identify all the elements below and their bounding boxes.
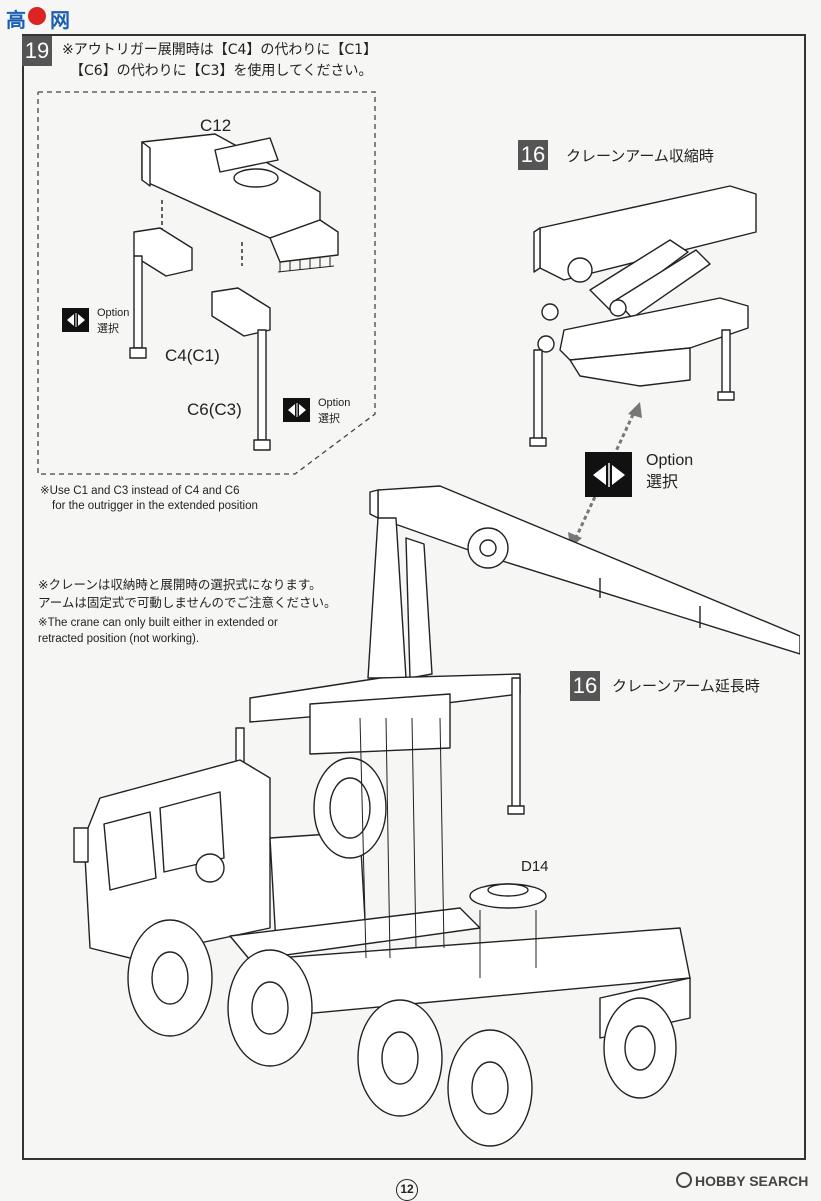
part-label-d14: D14 <box>521 858 549 875</box>
option-label-2: Option 選択 <box>318 395 350 427</box>
option-label-large-en: Option <box>646 452 694 469</box>
watermark: HOBBY SEARCH <box>676 1172 808 1189</box>
site-logo-text: 网 <box>50 10 70 32</box>
note-crane-jp-line-2: アームは固定式で可動しませんのでご注意ください。 <box>38 595 337 610</box>
extended-step-badge: 16 <box>570 671 600 701</box>
option-label-1-en: Option <box>97 307 130 319</box>
note-crane-en-line-1: ※The crane can only built either in exte… <box>38 617 278 629</box>
option-label-1: Option 選択 <box>97 305 129 337</box>
site-logo: 高 网 <box>6 4 72 34</box>
outrigger-beam-illustration <box>129 133 339 451</box>
option-select-icon <box>283 398 310 422</box>
page-number-value: 12 <box>400 1182 414 1196</box>
note-crane-jp-line-1: ※クレーンは収納時と展開時の選択式になります。 <box>38 577 322 592</box>
instruction-line-1: ※アウトリガー展開時は【C4】の代わりに【C1】 <box>62 42 378 58</box>
extended-crane-truck-illustration <box>73 485 800 1147</box>
retracted-crane-label: クレーンアーム収縮時 <box>566 147 714 165</box>
note-use-parts-line-1: ※Use C1 and C3 instead of C4 and C6 <box>40 485 240 497</box>
instruction-line-2: 【C6】の代わりに【C3】を使用してください。 <box>70 63 373 79</box>
option-select-icon <box>62 308 89 332</box>
note-crane-en-line-2: retracted position (not working). <box>38 633 200 645</box>
note-use-parts-line-2: for the outrigger in the extended positi… <box>52 500 258 512</box>
site-logo-mark: 高 <box>6 10 26 32</box>
page-frame <box>22 34 806 1160</box>
option-label-2-jp: 選択 <box>318 413 340 425</box>
part-label-c12: C12 <box>200 116 232 135</box>
option-select-icon <box>585 452 632 497</box>
site-logo-circle-icon <box>28 7 46 25</box>
page-number: 12 <box>396 1179 418 1201</box>
watermark-text: HOBBY SEARCH <box>695 1173 809 1189</box>
retracted-step-badge: 16 <box>518 140 548 170</box>
part-label-c4-c1: C4(C1) <box>165 346 220 365</box>
step-number-badge: 19 <box>22 36 52 66</box>
option-detail-dashed-box <box>37 91 376 475</box>
retracted-crane-illustration <box>529 185 757 447</box>
option-label-large-jp: 選択 <box>646 474 679 491</box>
option-label-1-jp: 選択 <box>97 323 119 335</box>
watermark-logo-icon <box>676 1172 692 1188</box>
option-label-2-en: Option <box>318 397 351 409</box>
extended-crane-label: クレーンアーム延長時 <box>612 677 760 695</box>
part-label-c6-c3: C6(C3) <box>187 400 242 419</box>
option-label-large: Option 選択 <box>646 450 693 494</box>
